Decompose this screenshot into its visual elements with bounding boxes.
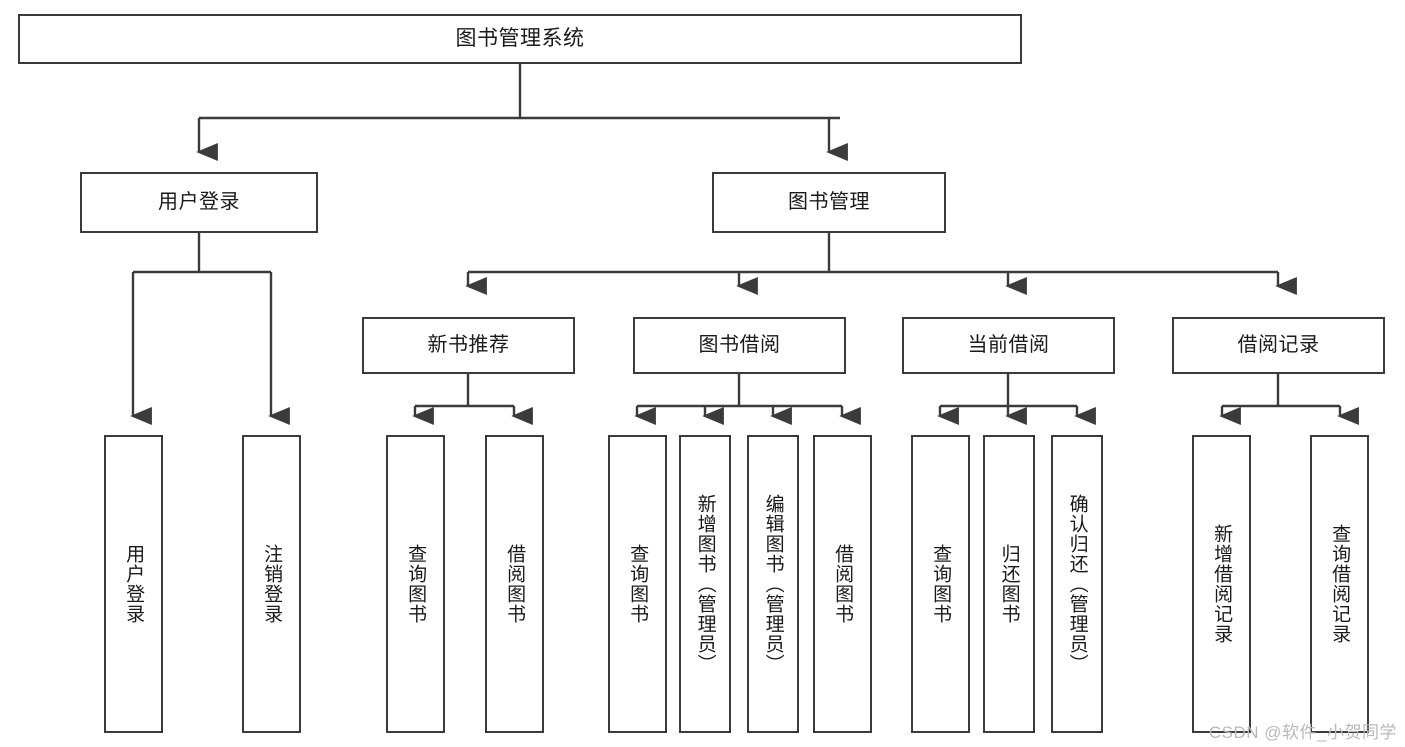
node-leaf-query-book-3-label: 查询图书 [930,544,952,624]
node-leaf-query-record-label: 查询借阅记录 [1329,524,1351,644]
node-root-label: 图书管理系统 [455,26,585,50]
node-leaf-query-book-1[interactable]: 查询图书 [386,435,445,733]
node-current-borrow-label: 当前借阅 [967,333,1050,356]
node-borrow-record[interactable]: 借阅记录 [1172,317,1385,374]
node-leaf-query-record[interactable]: 查询借阅记录 [1310,435,1369,733]
node-leaf-query-book-3[interactable]: 查询图书 [911,435,970,733]
node-leaf-borrow-book-2-label: 借阅图书 [832,544,854,624]
node-leaf-return-book-label: 归还图书 [998,544,1020,624]
node-leaf-borrow-book-2[interactable]: 借阅图书 [813,435,872,733]
node-root[interactable]: 图书管理系统 [18,14,1022,64]
node-leaf-add-book[interactable]: 新增图书（管理员） [679,435,731,733]
node-leaf-edit-book-label: 编辑图书（管理员） [762,494,784,674]
node-book-borrow-label: 图书借阅 [698,333,781,356]
node-leaf-confirm-return[interactable]: 确认归还（管理员） [1051,435,1103,733]
node-leaf-add-record[interactable]: 新增借阅记录 [1192,435,1251,733]
node-leaf-query-book-2-label: 查询图书 [627,544,649,624]
node-leaf-add-book-label: 新增图书（管理员） [694,494,716,674]
node-book-manage[interactable]: 图书管理 [712,172,946,233]
node-new-book-recommend[interactable]: 新书推荐 [362,317,575,374]
node-book-manage-label: 图书管理 [788,190,870,213]
node-leaf-return-book[interactable]: 归还图书 [983,435,1035,733]
node-leaf-confirm-return-label: 确认归还（管理员） [1066,494,1088,674]
node-leaf-borrow-book-1-label: 借阅图书 [504,544,526,624]
node-new-book-recommend-label: 新书推荐 [427,333,510,356]
node-leaf-borrow-book-1[interactable]: 借阅图书 [485,435,544,733]
node-current-borrow[interactable]: 当前借阅 [902,317,1115,374]
node-user-login[interactable]: 用户登录 [80,172,318,233]
node-borrow-record-label: 借阅记录 [1237,333,1320,356]
node-leaf-logout-login-label: 注销登录 [261,544,283,624]
node-leaf-edit-book[interactable]: 编辑图书（管理员） [747,435,799,733]
node-leaf-query-book-1-label: 查询图书 [405,544,427,624]
node-leaf-query-book-2[interactable]: 查询图书 [608,435,667,733]
node-leaf-add-record-label: 新增借阅记录 [1211,524,1233,644]
node-user-login-label: 用户登录 [158,190,240,213]
node-leaf-user-login-label: 用户登录 [123,544,145,624]
node-leaf-logout-login[interactable]: 注销登录 [242,435,301,733]
node-leaf-user-login[interactable]: 用户登录 [104,435,163,733]
node-book-borrow[interactable]: 图书借阅 [633,317,846,374]
